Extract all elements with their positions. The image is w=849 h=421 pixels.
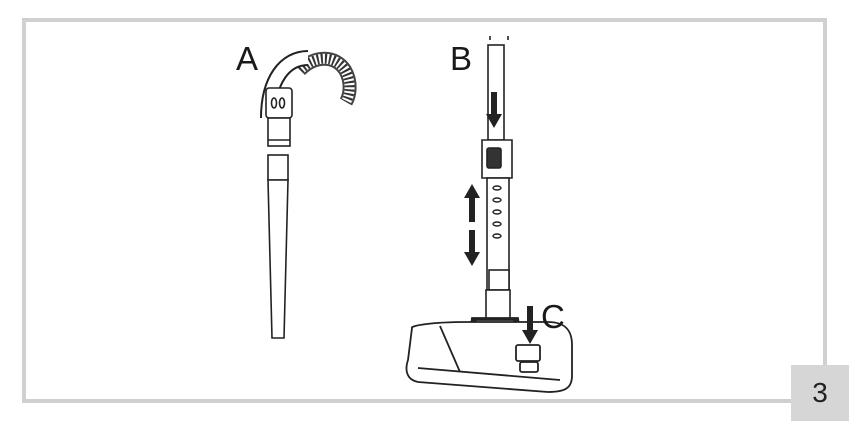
page-number-badge: 3: [791, 365, 849, 421]
wand-tube-icon: [267, 154, 289, 339]
wand-tube-icon: [481, 36, 513, 321]
label-b: B: [450, 40, 473, 77]
label-a: A: [236, 40, 259, 77]
arrow-down-icon: [486, 92, 502, 128]
arrow-down-icon: [522, 306, 538, 344]
arrow-up-icon: [464, 184, 480, 222]
arrow-down-icon: [464, 230, 480, 266]
hose-icon: [260, 50, 357, 147]
label-c: C: [541, 298, 565, 335]
